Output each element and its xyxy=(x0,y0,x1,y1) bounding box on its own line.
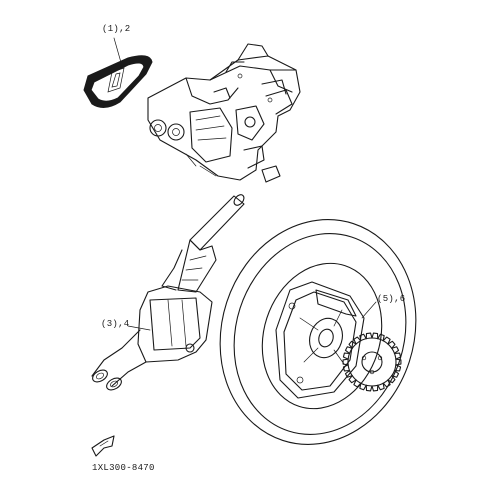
sprocket-tooth xyxy=(371,384,379,392)
sprocket-tooth xyxy=(342,364,351,372)
sprocket-tooth xyxy=(348,375,357,384)
sprocket-tooth xyxy=(391,346,400,355)
sprocket-tooth xyxy=(344,346,353,355)
sprocket-tooth xyxy=(365,332,373,340)
callout-wheel: (5),6 xyxy=(377,294,406,304)
rear-sprocket xyxy=(342,332,402,392)
sprocket-tooth xyxy=(391,369,400,378)
sprocket-tooth xyxy=(393,364,402,372)
sprocket-tooth xyxy=(353,336,362,345)
front-arrow-icon xyxy=(91,435,115,457)
muffler-assembly xyxy=(91,194,245,391)
sprocket-tooth xyxy=(382,379,391,388)
callout-gasket: (1),2 xyxy=(102,24,131,34)
sprocket-tooth xyxy=(353,379,362,388)
sprocket-tooth xyxy=(387,375,396,384)
sprocket-tooth xyxy=(348,340,357,349)
sprocket-tooth xyxy=(365,384,373,392)
sprocket-tooth xyxy=(371,332,379,340)
sprocket-tooth xyxy=(395,358,402,366)
sprocket-tooth xyxy=(342,352,351,360)
sprocket-tooth xyxy=(359,382,367,391)
sprocket-tooth xyxy=(382,336,391,345)
sprocket-tooth xyxy=(342,358,349,366)
engine-block xyxy=(147,43,301,183)
sprocket-tooth xyxy=(393,352,402,360)
rear-wheel xyxy=(219,219,417,445)
callout-muffler: (3),4 xyxy=(101,319,130,329)
sprocket-tooth xyxy=(387,340,396,349)
sprocket-tooth xyxy=(377,382,385,391)
sprocket-tooth xyxy=(359,333,367,342)
sprocket-tooth xyxy=(377,333,385,342)
gasket-cover xyxy=(83,37,153,108)
sprocket-tooth xyxy=(344,369,353,378)
part-number: 1XL300-8470 xyxy=(92,463,155,473)
